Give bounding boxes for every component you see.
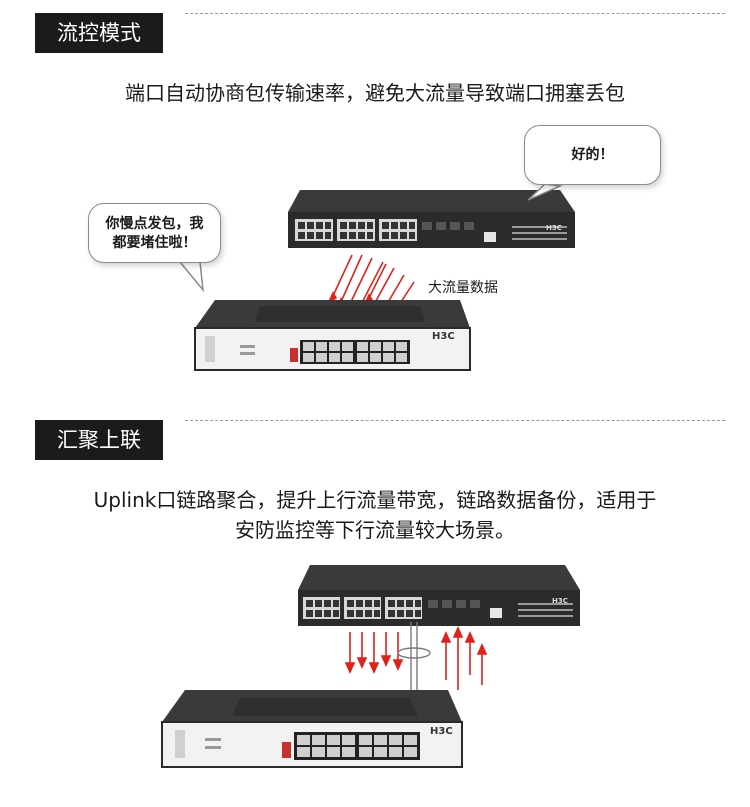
core-switch-top (288, 190, 575, 248)
speech-bubble-left: 你慢点发包，我 都要堵住啦！ (88, 203, 221, 263)
flow-control-description: 端口自动协商包传输速率，避免大流量导致端口拥塞丢包 (125, 81, 625, 105)
access-switch-bottom-2 (161, 690, 463, 768)
section-title-uplink-aggregation: 汇聚上联 (35, 420, 163, 460)
brand-logo-3: H3C (546, 224, 562, 232)
section-divider (185, 13, 725, 14)
brand-logo-2: H3C (430, 726, 453, 737)
uplink-description-line2: 安防监控等下行流量较大场景。 (235, 518, 515, 542)
speech-bubble-left-line1: 你慢点发包，我 (105, 216, 204, 232)
section-divider-2 (185, 420, 725, 421)
uplink-description-line1: Uplink口链路聚合，提升上行流量带宽，链路数据备份，适用于 (93, 488, 657, 512)
brand-logo-1: H3C (432, 331, 455, 342)
uplink-description: Uplink口链路聚合，提升上行流量带宽，链路数据备份，适用于 安防监控等下行流… (0, 485, 750, 545)
speech-bubble-top: 好的！ (524, 125, 661, 185)
downlink-arrows (344, 632, 404, 674)
speech-bubble-left-line2: 都要堵住啦！ (112, 235, 197, 251)
speech-bubble-top-text: 好的！ (571, 147, 614, 163)
access-switch-bottom (194, 300, 471, 371)
section-title-flow-control: 流控模式 (35, 13, 163, 53)
core-switch-top-2 (298, 565, 580, 626)
uplink-arrows (440, 626, 488, 690)
brand-logo-4: H3C (552, 597, 568, 605)
traffic-label: 大流量数据 (428, 280, 498, 296)
